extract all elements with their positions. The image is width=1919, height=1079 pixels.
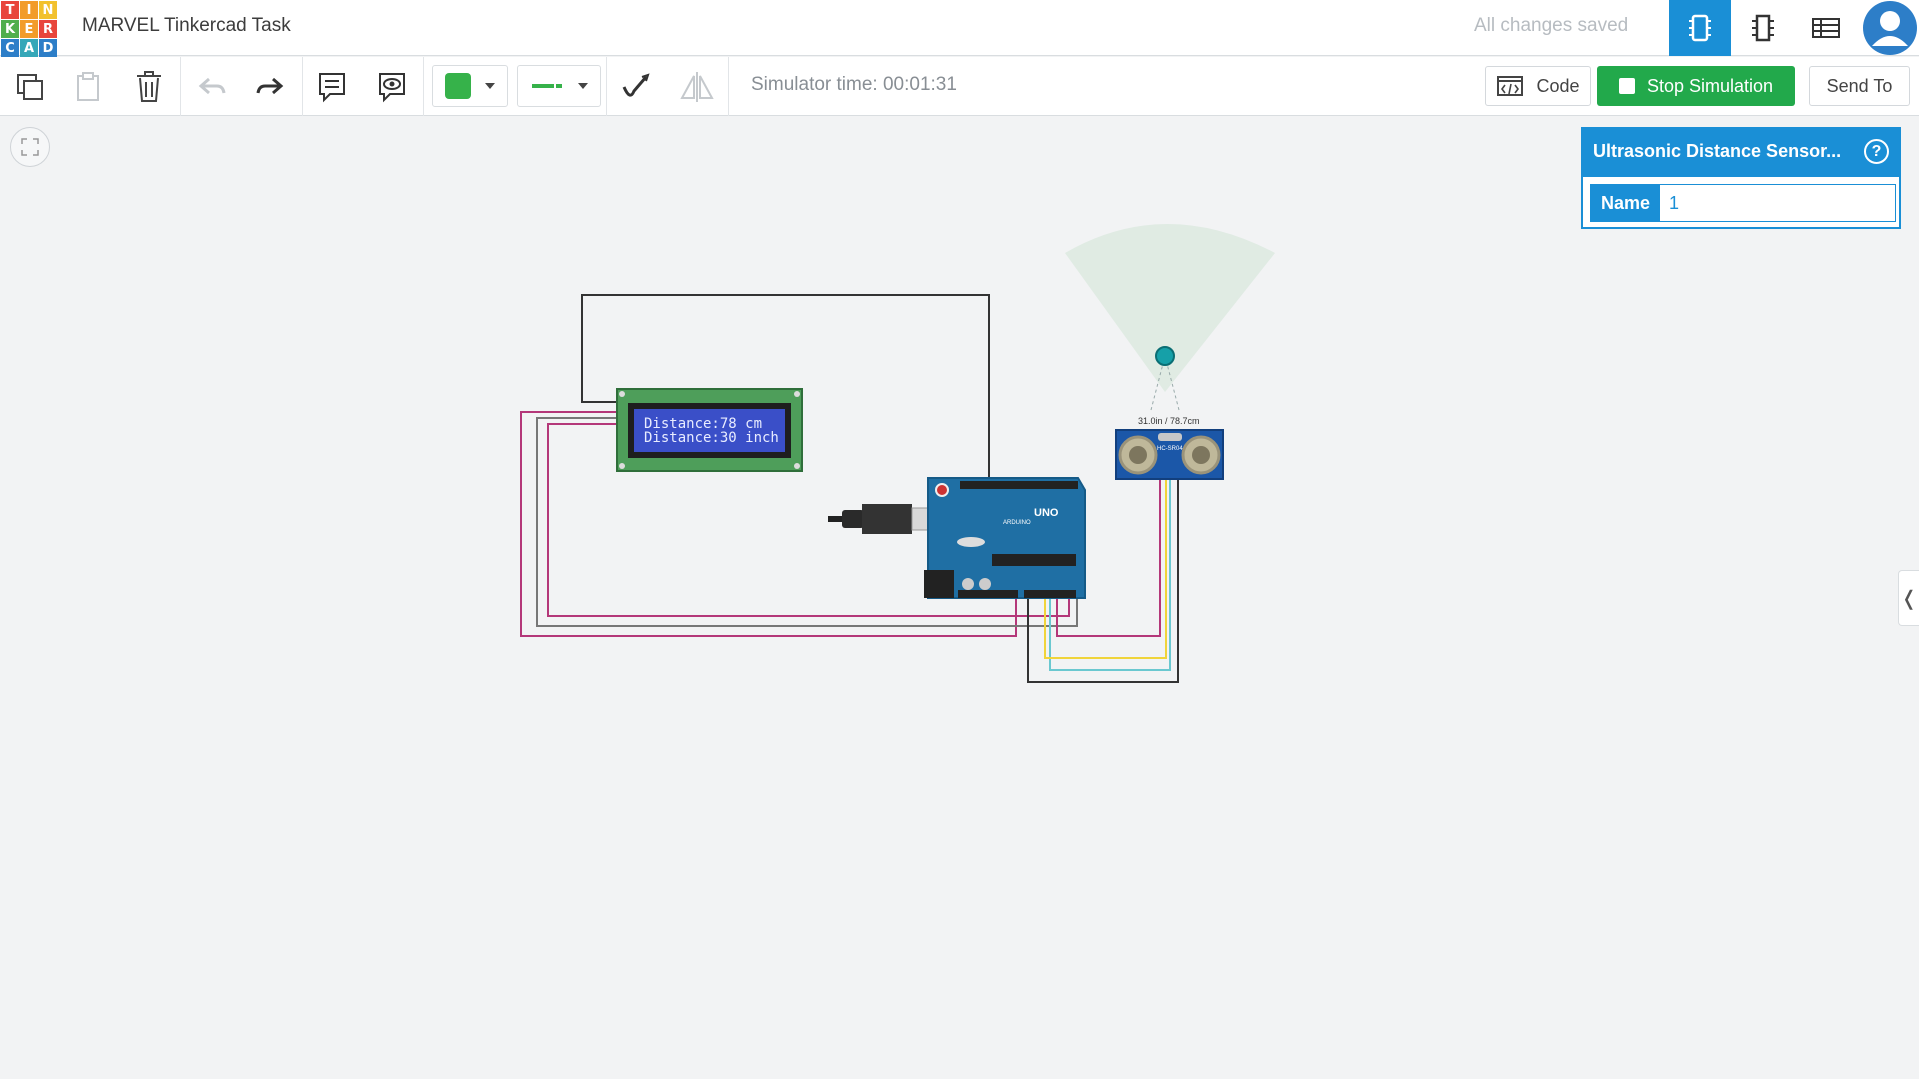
duplicate-button[interactable] (10, 67, 50, 107)
code-button[interactable]: Code (1485, 66, 1591, 106)
send-to-button[interactable]: Send To (1809, 66, 1910, 106)
undo-button[interactable] (192, 67, 232, 107)
code-editor-icon (1497, 76, 1524, 96)
redo-icon (256, 77, 284, 95)
logo-letter: T (1, 1, 19, 19)
wire-yellow-trig[interactable] (1044, 478, 1167, 659)
logo-letter: D (39, 39, 57, 57)
redo-button[interactable] (250, 67, 290, 107)
editor-toolbar: Simulator time: 00:01:31 Code Stop Simul… (0, 57, 1919, 116)
component-list-view-button[interactable] (1795, 0, 1857, 56)
toolbar-divider (606, 57, 607, 116)
inspector-title: Ultrasonic Distance Sensor... (1593, 141, 1842, 161)
code-label: Code (1536, 75, 1580, 96)
wire-black-gnd[interactable] (1027, 478, 1179, 683)
app-header: T I N K E R C A D MARVEL Tinkercad Task … (0, 0, 1919, 57)
arduino-model: UNO (1034, 507, 1059, 519)
notes-button[interactable] (312, 67, 352, 107)
ultrasonic-sensor[interactable]: 31.0in / 78.7cm HC-SR04 (1115, 416, 1224, 480)
flip-button[interactable] (677, 67, 717, 107)
circuit-canvas[interactable]: Distance:78 cm Distance:30 inch ARDUINO … (0, 117, 1919, 1074)
send-to-label: Send To (1826, 75, 1893, 96)
stop-icon (1618, 78, 1635, 94)
logo-letter: R (39, 20, 57, 38)
eye-note-icon (379, 73, 405, 103)
simulator-time: Simulator time: 00:01:31 (751, 74, 957, 95)
logo-letter: E (20, 20, 38, 38)
arduino-brand: ARDUINO (1003, 520, 1031, 526)
wire-magenta-vcc[interactable] (1056, 478, 1161, 637)
project-title[interactable]: MARVEL Tinkercad Task (82, 15, 291, 36)
collapse-panel-button[interactable]: ❬ (1898, 570, 1919, 626)
wires (520, 294, 1179, 683)
stop-simulation-button[interactable]: Stop Simulation (1597, 66, 1795, 106)
user-icon (1862, 1, 1917, 55)
chevron-down-icon (578, 83, 588, 89)
logo-letter: C (1, 39, 19, 57)
note-icon (319, 73, 345, 103)
breadboard-icon (1689, 14, 1711, 42)
delete-button[interactable] (129, 67, 169, 107)
schematic-view-button[interactable] (1732, 0, 1794, 56)
sensor-range-cone (1065, 224, 1275, 392)
help-icon[interactable]: ? (1864, 139, 1889, 164)
save-status: All changes saved (1474, 15, 1629, 36)
arduino-uno[interactable]: ARDUINO UNO (924, 477, 1086, 599)
toolbar-divider (180, 57, 181, 116)
lcd-16x2[interactable]: Distance:78 cm Distance:30 inch (616, 388, 803, 472)
sensor-readout: 31.0in / 78.7cm (1138, 416, 1200, 426)
trash-icon (137, 71, 161, 102)
tinkercad-logo[interactable]: T I N K E R C A D (0, 0, 57, 57)
target-object[interactable] (1155, 346, 1175, 366)
toolbar-divider (728, 57, 729, 116)
wire-black-top[interactable] (581, 294, 990, 480)
user-avatar[interactable] (1860, 0, 1919, 56)
wire-teal-echo[interactable] (1049, 478, 1171, 671)
lcd-line-2: Distance:30 inch (644, 430, 779, 446)
inspector-name-row: Name 1 (1590, 184, 1896, 222)
toolbar-divider (423, 57, 424, 116)
flip-icon (680, 72, 714, 102)
list-icon (1812, 18, 1840, 38)
wire-type-dropdown[interactable] (517, 65, 601, 107)
component-inspector: Ultrasonic Distance Sensor... ? Name 1 (1581, 127, 1901, 229)
undo-icon (198, 77, 226, 95)
logo-letter: I (20, 1, 38, 19)
duplicate-icon (17, 74, 43, 100)
paste-button[interactable] (68, 67, 108, 107)
stop-simulation-label: Stop Simulation (1646, 75, 1774, 96)
logo-letter: K (1, 20, 19, 38)
autoroute-button[interactable] (616, 67, 656, 107)
wire-type-icon (532, 84, 562, 88)
sensor-model: HC-SR04 (1157, 446, 1183, 452)
toggle-notes-visibility-button[interactable] (372, 67, 412, 107)
chip-icon (1752, 14, 1774, 42)
circuit-drawing: Distance:78 cm Distance:30 inch ARDUINO … (520, 224, 1275, 683)
logo-letter: A (20, 39, 38, 57)
toolbar-divider (302, 57, 303, 116)
name-label: Name (1591, 185, 1660, 221)
fit-view-button[interactable] (10, 127, 50, 167)
lcd-line-1: Distance:78 cm (644, 416, 762, 432)
wire-magenta-lcd[interactable] (520, 411, 1017, 637)
circuit-view-button[interactable] (1669, 0, 1731, 56)
chevron-down-icon (485, 83, 495, 89)
name-field[interactable]: 1 (1669, 192, 1680, 213)
clipboard-icon (77, 72, 99, 101)
wire-pen-icon (622, 73, 650, 97)
inspector-header: Ultrasonic Distance Sensor... ? (1583, 129, 1899, 177)
wire-purple-lcd[interactable] (547, 423, 1070, 617)
wire-color-swatch (445, 73, 471, 99)
wire-gray-lcd[interactable] (536, 417, 1078, 627)
wire-color-dropdown[interactable] (432, 65, 508, 107)
fit-view-icon (21, 138, 39, 156)
logo-letter: N (39, 1, 57, 19)
